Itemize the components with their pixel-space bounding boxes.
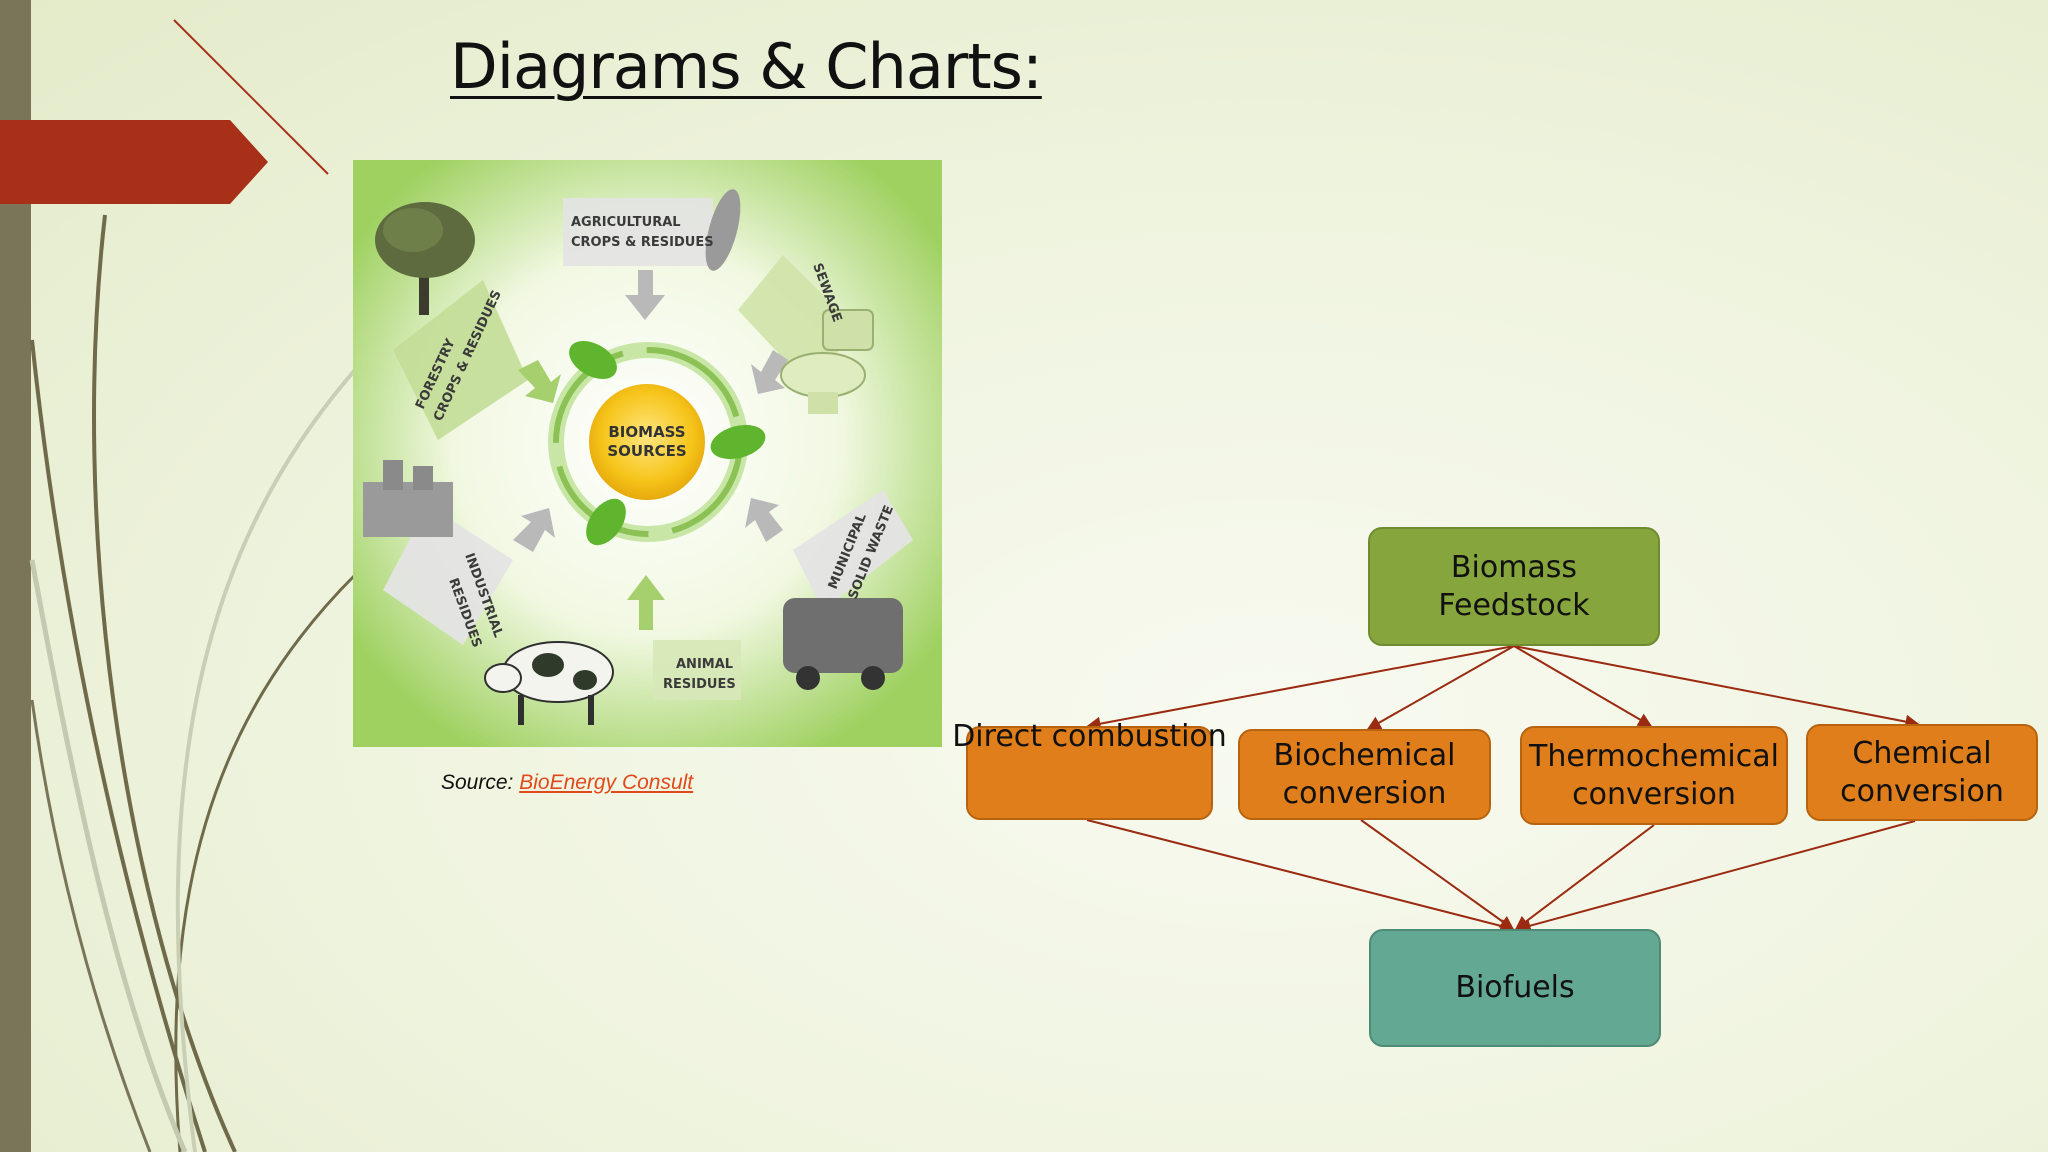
source-caption: Source: BioEnergy Consult bbox=[441, 771, 693, 795]
label-agricultural-1: AGRICULTURAL bbox=[571, 215, 681, 230]
feedstock-line2: Feedstock bbox=[1438, 587, 1590, 623]
label-animal-1: ANIMAL bbox=[676, 657, 733, 672]
chemical-line2: conversion bbox=[1840, 773, 2004, 809]
feedstock-line1: Biomass bbox=[1450, 549, 1578, 585]
biomass-sources-image: BIOMASS SOURCES AGRICULTURAL CROPS & RES… bbox=[353, 160, 942, 747]
chemical-line1: Chemical bbox=[1852, 735, 1992, 771]
red-arrow-banner bbox=[0, 120, 268, 204]
source-prefix: Source: bbox=[441, 771, 520, 794]
source-link[interactable]: BioEnergy Consult bbox=[519, 771, 694, 794]
center-label-1: BIOMASS bbox=[608, 423, 685, 441]
node-biofuels[interactable]: Biofuels bbox=[1369, 929, 1661, 1047]
label-agricultural-2: CROPS & RESIDUES bbox=[571, 235, 714, 250]
thermochemical-line2: conversion bbox=[1572, 776, 1736, 812]
thermochemical-line1: Thermochemical bbox=[1529, 738, 1779, 774]
biomass-sources-illustration: BIOMASS SOURCES AGRICULTURAL CROPS & RES… bbox=[353, 160, 942, 747]
diagonal-line bbox=[173, 19, 329, 175]
node-direct-combustion[interactable]: Direct combustion bbox=[952, 719, 1227, 820]
slide-title: Diagrams & Charts: bbox=[450, 30, 1043, 103]
biochemical-line1: Biochemical bbox=[1273, 737, 1456, 773]
center-label-2: SOURCES bbox=[607, 442, 686, 460]
label-animal-2: RESIDUES bbox=[663, 677, 736, 692]
biofuels-label: Biofuels bbox=[1455, 970, 1575, 1005]
direct-label: Direct combustion bbox=[952, 719, 1227, 754]
biochemical-line2: conversion bbox=[1282, 775, 1447, 811]
